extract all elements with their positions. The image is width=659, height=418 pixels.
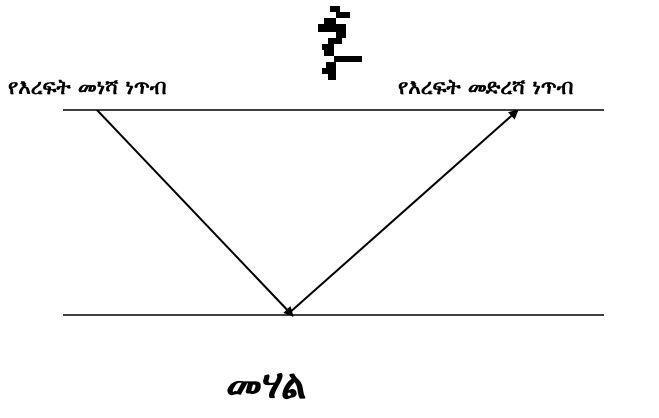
rest-glyph-icon [318, 6, 362, 80]
bottom-label: መሃል [226, 362, 307, 408]
descending-arrow [96, 109, 294, 317]
start-point-label: የእረፍት መነሻ ነጥብ [8, 75, 167, 99]
ascending-arrow [287, 109, 519, 315]
end-point-label: የእረፍት መድረሻ ነጥብ [398, 75, 574, 99]
